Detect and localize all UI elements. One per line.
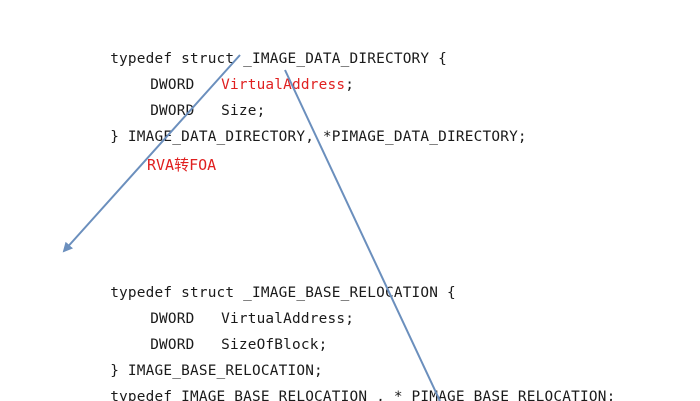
code-line: DWORD SizeOfBlock; — [97, 309, 327, 353]
type-keyword: DWORD — [150, 311, 195, 327]
code-text: ; — [345, 77, 355, 93]
code-line: DWORD Size; — [97, 75, 265, 119]
code-line: typedef struct _IMAGE_BASE_RELOCATION { — [57, 257, 456, 301]
code-line: typedef struct _IMAGE_DATA_DIRECTORY { — [57, 23, 447, 67]
code-line: } IMAGE_BASE_RELOCATION; — [57, 335, 323, 379]
annotation-label: RVA转FOA — [147, 156, 217, 174]
code-line: DWORD VirtualAddress; — [97, 283, 354, 327]
code-text: } IMAGE_BASE_RELOCATION; — [110, 363, 323, 379]
type-keyword: DWORD — [150, 337, 195, 353]
code-line: DWORD VirtualAddress; — [97, 49, 354, 93]
code-text: typedef IMAGE_BASE_RELOCATION , * PIMAGE… — [110, 389, 616, 401]
code-text: } IMAGE_DATA_DIRECTORY, *PIMAGE_DATA_DIR… — [110, 129, 527, 145]
code-line: typedef IMAGE_BASE_RELOCATION , * PIMAGE… — [57, 361, 615, 401]
code-line: } IMAGE_DATA_DIRECTORY, *PIMAGE_DATA_DIR… — [57, 101, 527, 145]
